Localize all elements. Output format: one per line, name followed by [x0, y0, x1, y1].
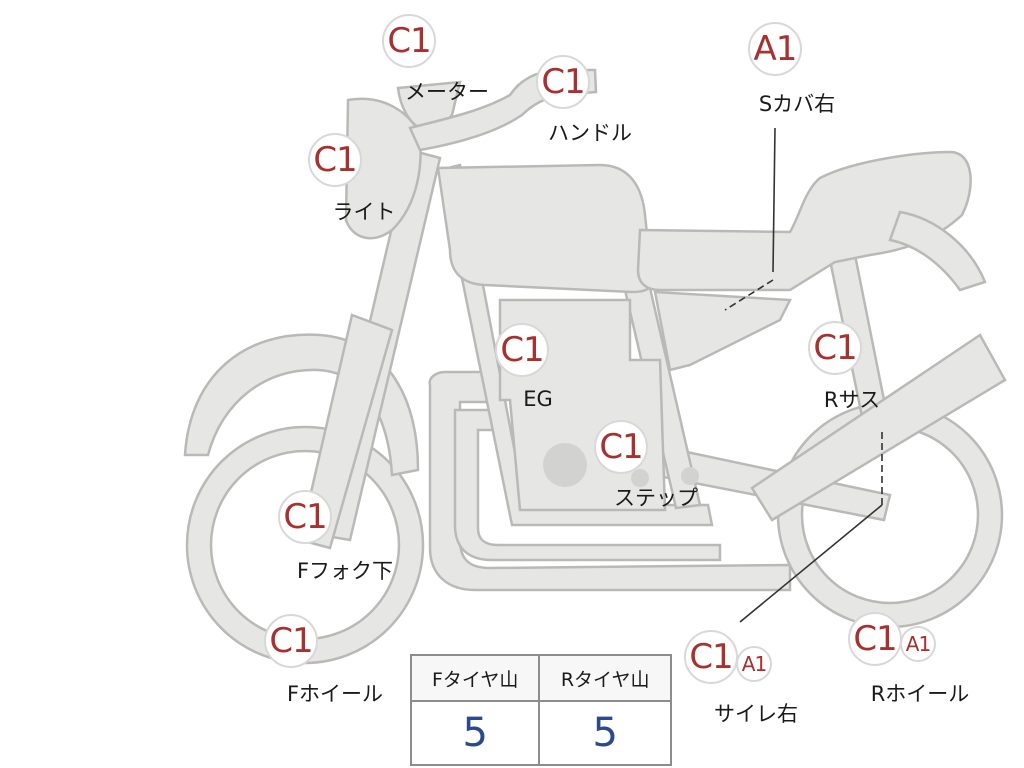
headlight-shape [344, 97, 422, 240]
part-label: Rホイール [870, 682, 970, 706]
grade-badge: C1 [684, 630, 738, 684]
exhaust-pipe-inner-shape [453, 408, 722, 562]
silencer-leader-line-2 [739, 504, 883, 623]
grade-badge: A1 [748, 22, 802, 76]
part-label: Sカバ右 [758, 92, 836, 116]
part-label: メーター [405, 80, 489, 104]
grade-badge: C1 [848, 612, 902, 666]
grade-badge: C1 [495, 323, 549, 377]
grade-badge: C1 [264, 614, 318, 668]
part-label: ステップ [614, 486, 698, 510]
exhaust-pipe-shape [428, 370, 792, 592]
grade-badge: C1 [536, 55, 590, 109]
foot-peg-shape [631, 469, 649, 487]
grade-badge: C1 [382, 14, 436, 68]
fuel-tank-shape [436, 163, 654, 294]
front-tire-tread-value: 5 [409, 700, 541, 766]
s-cover-leader-line [772, 127, 776, 273]
grade-badge-secondary: A1 [900, 626, 936, 662]
part-label: ライト [332, 200, 396, 224]
engine-cover-shape [543, 443, 587, 487]
part-label: サイレ右 [714, 702, 798, 726]
grade-badge-secondary: A1 [736, 646, 772, 682]
grade-badge: C1 [808, 321, 862, 375]
part-label: Rサス [823, 388, 881, 412]
rear-tire-tread-value: 5 [538, 700, 672, 766]
part-label: EG [523, 387, 553, 411]
seat-shape [636, 150, 972, 292]
tire-tread-header-row: Fタイヤ山 Rタイヤ山 [409, 654, 672, 702]
fork-lower-shape [298, 313, 394, 550]
silencer-shape [750, 333, 1007, 522]
part-label: ハンドル [548, 121, 632, 145]
grade-badge: C1 [278, 490, 332, 544]
tire-tread-table: Fタイヤ山 Rタイヤ山 5 5 [409, 654, 672, 766]
grade-badge: C1 [308, 133, 362, 187]
frame-shape [438, 163, 714, 527]
front-tire-tread-header: Fタイヤ山 [409, 654, 541, 702]
part-label: Fホイール [286, 682, 384, 706]
s-cover-leader-line-2 [724, 279, 774, 311]
foot-peg-rear-shape [681, 467, 699, 485]
tire-tread-value-row: 5 5 [409, 700, 672, 766]
rear-fender-shape [888, 210, 987, 292]
part-label: Fフォク下 [296, 559, 394, 583]
grade-badge: C1 [594, 420, 648, 474]
side-cover-shape [653, 290, 792, 372]
rear-tire-tread-header: Rタイヤ山 [538, 654, 672, 702]
